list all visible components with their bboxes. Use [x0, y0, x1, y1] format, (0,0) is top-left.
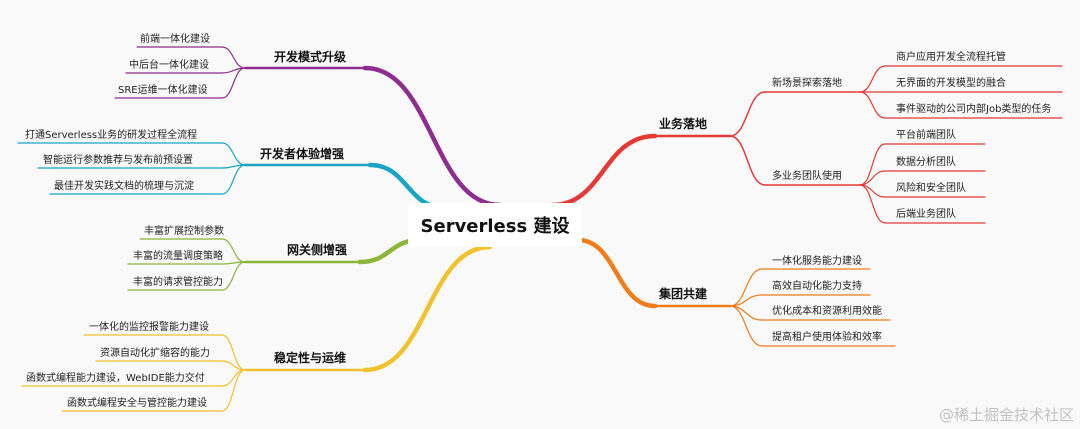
watermark: @稀土掘金技术社区 [938, 406, 1074, 424]
leaf-risk-security-team[interactable]: 风险和安全团队 [896, 183, 966, 194]
edge-left-leaf-2-2 [221, 261, 246, 291]
edge-left-leaf-3-3 [221, 369, 246, 412]
edge-left-leaf-3-0 [221, 334, 246, 371]
leaf-event-driven-jobs[interactable]: 事件驱动的公司内部Job类型的任务 [896, 104, 1052, 115]
central-topic[interactable]: Serverless 建设 [408, 203, 582, 247]
sub-multi-team-usage[interactable]: 多业务团队使用 [772, 171, 842, 182]
edge-right-leaf-c-3 [729, 305, 763, 347]
edge-dev-mode-upgrade [362, 65, 503, 208]
branch-business-landing[interactable]: 业务落地 [659, 117, 708, 131]
edge-sub-multi-team [729, 135, 766, 186]
edge-left-leaf-1-2 [221, 164, 246, 195]
edge-group-co-build [575, 237, 658, 309]
branch-dev-mode-upgrade[interactable]: 开发模式升级 [274, 50, 347, 64]
edge-left-leaf-3-2 [221, 369, 246, 387]
edge-right-leaf-b-3 [859, 184, 886, 224]
leaf-traffic-strategy[interactable]: 丰富的流量调度策略 [133, 251, 223, 262]
leaf-midplatform-integration[interactable]: 中后台一体化建设 [129, 60, 209, 71]
leaf-monitoring-alert[interactable]: 一体化的监控报警能力建设 [89, 322, 209, 333]
edge-left-leaf-0-0 [221, 46, 246, 69]
leaf-automation-support[interactable]: 高效自动化能力支持 [772, 281, 862, 292]
leaf-platform-frontend-team[interactable]: 平台前端团队 [896, 130, 956, 141]
leaf-webide-delivery[interactable]: 函数式编程能力建设，WebIDE能力交付 [26, 373, 205, 384]
leaf-backend-team[interactable]: 后端业务团队 [896, 209, 956, 220]
leaf-frontend-integration[interactable]: 前端一体化建设 [140, 34, 210, 45]
edge-business-landing [549, 133, 658, 208]
leaf-merchant-app-hosting[interactable]: 商户应用开发全流程托管 [896, 52, 1006, 63]
edge-stability-ops [362, 244, 493, 373]
edge-right-leaf-b-1 [859, 170, 886, 186]
leaf-smart-param-recommend[interactable]: 智能运行参数推荐与发布前预设置 [43, 155, 193, 166]
leaf-extension-params[interactable]: 丰富扩展控制参数 [144, 226, 224, 237]
edge-developer-experience [367, 162, 448, 211]
leaf-data-analysis-team[interactable]: 数据分析团队 [896, 157, 956, 168]
leaf-auto-scaling[interactable]: 资源自动化扩缩容的能力 [100, 348, 210, 359]
sub-new-scenario-exploration[interactable]: 新场景探索落地 [772, 78, 842, 89]
leaf-serverless-dev-process[interactable]: 打通Serverless业务的研发过程全流程 [25, 130, 198, 141]
edge-sub-new-scenario [729, 91, 766, 137]
leaf-security-control[interactable]: 函数式编程安全与管控能力建设 [67, 398, 207, 409]
branch-developer-experience[interactable]: 开发者体验增强 [260, 147, 345, 161]
edge-left-leaf-1-0 [221, 142, 246, 166]
edge-right-leaf-a-0 [859, 65, 886, 93]
leaf-integrated-service[interactable]: 一体化服务能力建设 [772, 256, 862, 267]
edge-right-leaf-a-2 [859, 91, 886, 119]
edge-right-leaf-c-0 [729, 268, 763, 307]
leaf-tenant-experience[interactable]: 提高租户使用体验和效率 [772, 332, 882, 343]
leaf-request-control[interactable]: 丰富的请求管控能力 [133, 277, 223, 288]
leaf-cost-optimization[interactable]: 优化成本和资源利用效能 [772, 306, 882, 317]
branch-group-co-build[interactable]: 集团共建 [659, 287, 708, 301]
edge-left-leaf-0-2 [221, 67, 246, 99]
edge-right-leaf-b-0 [859, 143, 886, 186]
leaf-sre-integration[interactable]: SRE运维一体化建设 [118, 85, 208, 96]
branch-stability-ops[interactable]: 稳定性与运维 [274, 351, 347, 365]
leaf-headless-dev-model[interactable]: 无界面的开发模型的融合 [896, 78, 1006, 89]
leaf-best-practice-docs[interactable]: 最佳开发实践文档的梳理与沉淀 [54, 181, 194, 192]
edge-left-leaf-2-0 [221, 238, 246, 263]
branch-gateway-enhancement[interactable]: 网关侧增强 [287, 243, 348, 257]
